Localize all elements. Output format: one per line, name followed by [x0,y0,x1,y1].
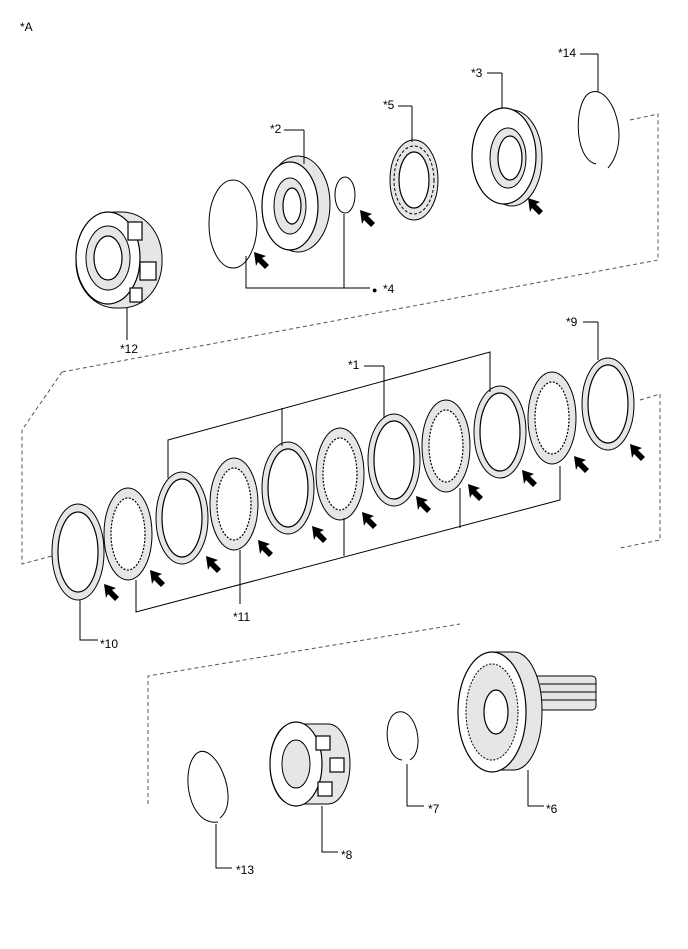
install-arrow-icon [254,252,269,269]
install-arrow-icon [104,584,119,601]
install-arrow-icon [312,526,327,543]
install-arrow-icon [522,470,537,487]
install-arrow-icon [574,456,589,473]
callout-9: *9 [566,315,578,329]
clutch-plate-part [367,413,421,507]
install-arrow-icon [416,496,431,513]
install-arrow-icon [150,570,165,587]
callout-8: *8 [341,848,353,862]
install-arrow-icon [206,556,221,573]
clutch-drum-part [75,211,163,309]
return-spring-part [389,139,439,221]
snap-ring-13-part [187,750,229,823]
callout-12: *12 [120,342,138,356]
planetary-carrier-part [269,721,351,807]
install-arrow-icon [630,444,645,461]
friction-disc-part [421,399,471,493]
install-arrow-icon [528,198,543,215]
small-o-ring-part [334,176,356,214]
callout-10: *10 [100,637,118,651]
install-arrow-icon [360,210,375,227]
install-arrow-icon [362,512,377,529]
install-arrow-icon [258,540,273,557]
callout-6: *6 [546,802,558,816]
callout-14: *14 [558,46,576,60]
bottom-group-boundary [147,623,461,804]
non-reusable-marker: ● [372,285,377,295]
middle-group-boundary [21,371,63,565]
friction-disc-part [315,427,365,521]
clutch-plate-part [261,441,315,535]
callout-2: *2 [270,122,282,136]
callout-13: *13 [236,863,254,877]
snap-ring-7-part [386,711,419,761]
leader-4 [245,256,370,289]
friction-disc-part [103,487,153,581]
clutch-plate-part [155,471,209,565]
ring-gear-shaft-part [457,651,597,773]
friction-disc-part [209,457,259,551]
friction-disc-part [527,371,577,465]
pressure-plate-part [581,357,635,451]
leader-7 [406,764,424,807]
leader-8 [321,806,338,853]
leader-1-bracket [167,351,491,478]
clutch-plate-part [473,385,527,479]
view-label: *A [20,20,33,34]
leader-10 [79,600,98,641]
leader-6 [527,770,544,807]
clutch-balancer-part [471,107,543,207]
clutch-piston-part [261,155,331,253]
middle-group-boundary-right [619,393,661,549]
callout-7: *7 [428,802,440,816]
leader-13 [215,824,232,869]
callout-4: *4 [383,282,395,296]
leader-11-bracket [135,466,561,613]
callout-11: *11 [233,610,250,624]
install-arrow-icon [468,484,483,501]
top-group-boundary [61,113,659,373]
snap-ring-14-part [577,91,620,169]
callout-1: *1 [348,358,360,372]
callout-5: *5 [383,98,395,112]
callout-3: *3 [471,66,483,80]
flange-plate-part [51,503,105,601]
large-o-ring-part [208,179,258,269]
